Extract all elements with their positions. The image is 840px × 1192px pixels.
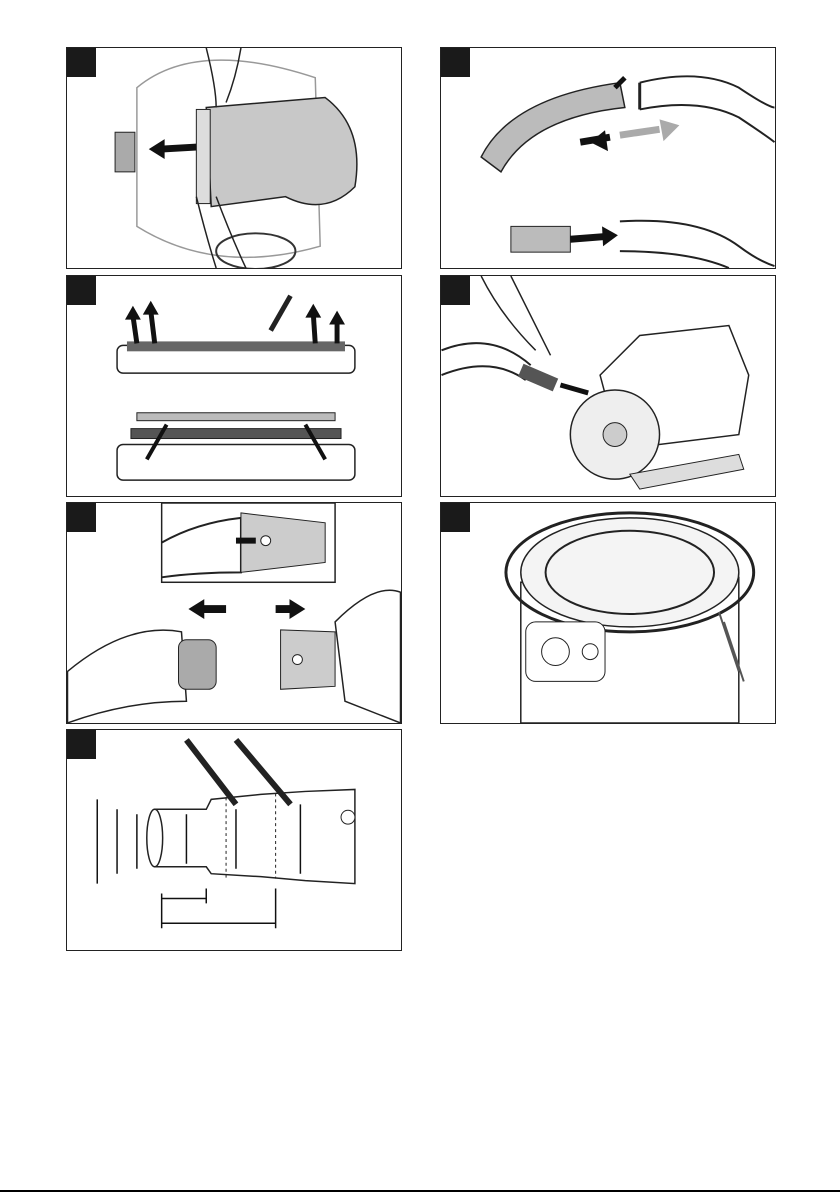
- figure-panel-vacuum-storage: [440, 502, 776, 724]
- figure-panel-adapter-dimensions: [66, 729, 402, 951]
- hose-handle-connection-illustration: [480, 75, 775, 268]
- page-bottom-rule: [0, 1190, 840, 1192]
- floor-nozzle-brush-replacement-illustration: [116, 294, 356, 481]
- figure-number-tag: [67, 730, 96, 759]
- figure-number-tag: [67, 48, 96, 77]
- figure-panel-power-tool: [440, 275, 776, 497]
- figure-number-tag: [441, 48, 470, 77]
- figure-panel-hose-handle: [440, 47, 776, 269]
- figure-number-tag: [441, 276, 470, 305]
- figure-panel-dust-bag: [66, 47, 402, 269]
- adapter-dimensions-illustration: [96, 737, 356, 929]
- figure-number-tag: [67, 503, 96, 532]
- vacuum-hose-storage-illustration: [504, 511, 756, 723]
- figure-number-tag: [67, 276, 96, 305]
- figure-panel-floor-nozzle: [66, 275, 402, 497]
- hose-adapter-detach-illustration: [67, 503, 401, 723]
- dust-bag-removal-illustration: [114, 48, 358, 268]
- power-tool-connection-illustration: [441, 276, 750, 490]
- figure-panel-hose-adapter: [66, 502, 402, 724]
- figure-number-tag: [441, 503, 470, 532]
